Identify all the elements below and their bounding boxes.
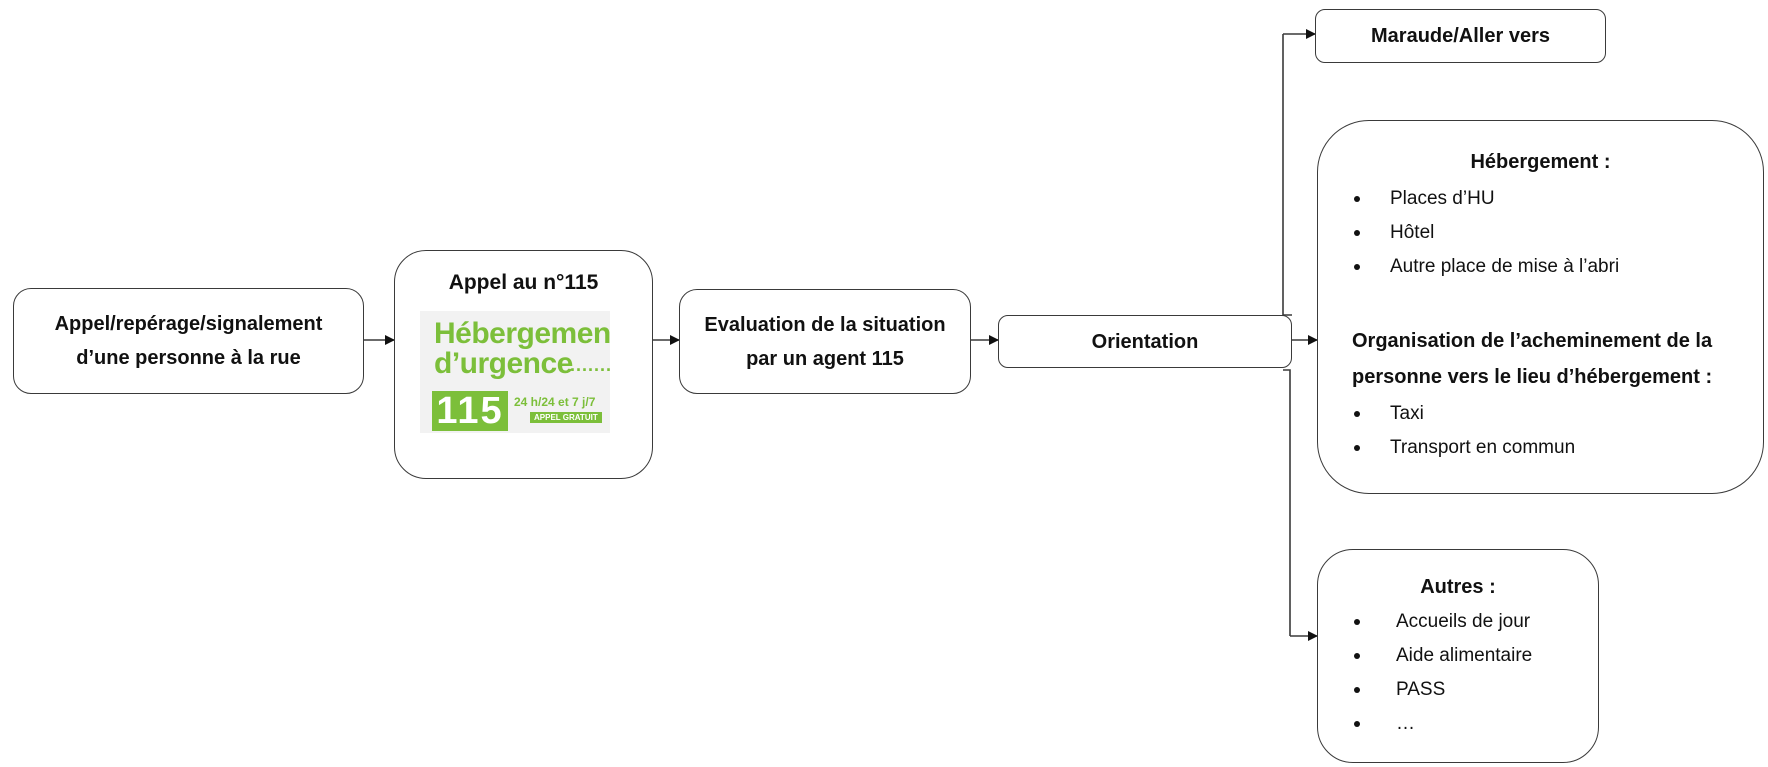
- signalement-line-1: Appel/repérage/signalement: [54, 313, 323, 335]
- list-item: Places d’HU: [1318, 182, 1619, 216]
- list-item: Taxi: [1318, 397, 1575, 431]
- list-item: Transport en commun: [1318, 431, 1575, 465]
- hebergement-box: Hébergement : Places d’HU Hôtel Autre pl…: [1317, 120, 1764, 494]
- autres-title: Autres :: [1420, 576, 1496, 598]
- maraude-box: Maraude/Aller vers: [1315, 9, 1606, 63]
- appel-115-box: Appel au n°115 Hébergement d’urgence ...…: [394, 250, 653, 479]
- list-item: …: [1318, 707, 1532, 741]
- acheminement-line-2: personne vers le lieu d’hébergement :: [1352, 366, 1713, 388]
- evaluation-line-2: par un agent 115: [746, 347, 904, 370]
- acheminement-line-1: Organisation de l’acheminement de la: [1352, 330, 1713, 352]
- logo-line-1: Hébergement: [434, 317, 610, 350]
- transport-list: Taxi Transport en commun: [1318, 397, 1575, 465]
- autres-box: Autres : Accueils de jour Aide alimentai…: [1317, 549, 1599, 763]
- appel-115-title: Appel au n°115: [448, 271, 599, 294]
- signalement-box: Appel/repérage/signalement d’une personn…: [13, 288, 364, 394]
- logo-number: 115: [432, 391, 508, 431]
- logo-hours: 24 h/24 et 7 j/7: [514, 395, 596, 409]
- branch-line: [1282, 34, 1292, 316]
- evaluation-box: Evaluation de la situation par un agent …: [679, 289, 971, 394]
- list-item: Autre place de mise à l’abri: [1318, 250, 1619, 284]
- autres-list: Accueils de jour Aide alimentaire PASS …: [1318, 605, 1532, 741]
- signalement-line-2: d’une personne à la rue: [76, 347, 301, 369]
- list-item: Hôtel: [1318, 216, 1619, 250]
- orientation-label: Orientation: [1091, 330, 1199, 353]
- list-item: Aide alimentaire: [1318, 639, 1532, 673]
- hebergement-urgence-115-logo: Hébergement d’urgence ....... 115 24 h/2…: [420, 311, 610, 433]
- orientation-box: Orientation: [998, 315, 1292, 368]
- logo-free-call-badge: APPEL GRATUIT: [530, 412, 602, 423]
- hebergement-title: Hébergement :: [1470, 151, 1611, 173]
- maraude-label: Maraude/Aller vers: [1371, 25, 1550, 47]
- evaluation-line-1: Evaluation de la situation: [704, 313, 946, 336]
- logo-dots: .......: [570, 355, 610, 375]
- branch-line-down: [1283, 369, 1291, 636]
- acheminement-subtitle: Organisation de l’acheminement de la per…: [1352, 323, 1712, 395]
- hebergement-list: Places d’HU Hôtel Autre place de mise à …: [1318, 182, 1619, 284]
- logo-line-2: d’urgence: [434, 347, 573, 380]
- list-item: Accueils de jour: [1318, 605, 1532, 639]
- list-item: PASS: [1318, 673, 1532, 707]
